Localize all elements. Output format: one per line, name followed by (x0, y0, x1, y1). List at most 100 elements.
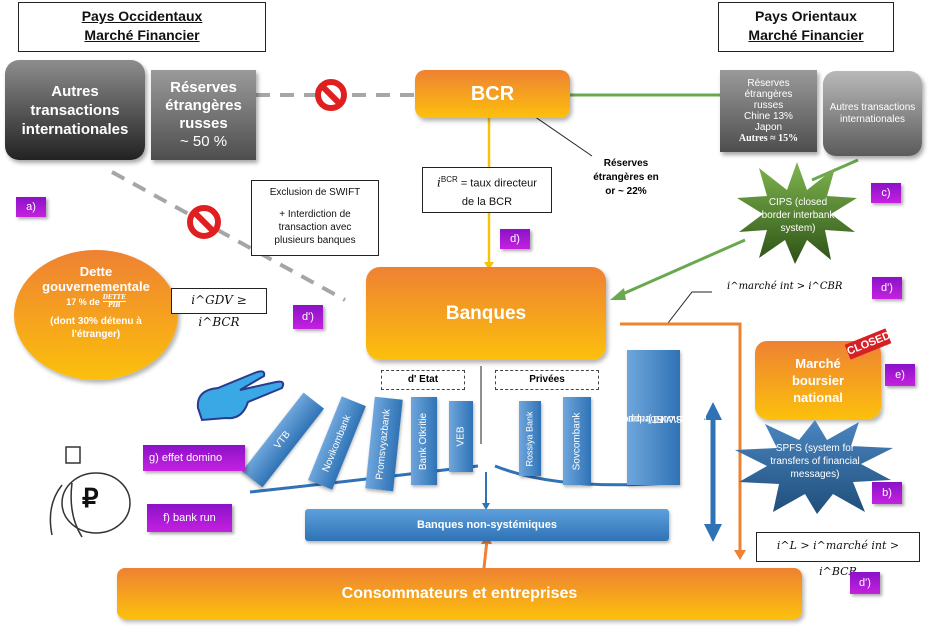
non-systemic-banks-box: Banques non-systémiques (305, 509, 669, 541)
badge-d: d) (500, 229, 530, 249)
consumers-label: Consommateurs et entreprises (341, 584, 578, 602)
stock-market-line2: boursier (791, 372, 844, 388)
cips-line2: border interbank (761, 210, 835, 221)
west-title-line2: Marché Financier (84, 27, 200, 43)
rate-symbol: i (437, 175, 441, 190)
market-rate-pointer (667, 291, 712, 324)
debt-ratio-numerator: DETTE (102, 294, 126, 302)
badge-e: e) (885, 364, 915, 386)
bcr-label: BCR (470, 82, 515, 105)
badge-g-domino-effect: g) effet domino (143, 445, 245, 471)
ruble-icon: ₽ (82, 483, 99, 513)
cips-starburst: CIPS (closed border interbank system) (735, 160, 860, 265)
west-title-box: Pays Occidentaux Marché Financier (18, 2, 266, 52)
bank-name: VTB (272, 428, 294, 452)
east-reserves-line6: Autres ≈ 15% (738, 133, 799, 144)
bcr-rate-line2: de la BCR (461, 195, 513, 208)
badge-e-text: e) (895, 369, 905, 381)
bank-domino: VEB (449, 401, 473, 472)
east-title-line1: Pays Orientaux (755, 8, 857, 24)
debt-line4: (dont 30% détenu à (50, 316, 142, 327)
bcr-rate-line1: = taux directeur (457, 177, 537, 190)
cips-line1: CIPS (closed (768, 197, 828, 208)
debt-line5: l'étranger) (71, 329, 121, 340)
badge-c: c) (871, 183, 901, 203)
badge-f-bank-run: f) bank run (147, 504, 232, 532)
east-reserves-line5: Japon (754, 122, 783, 133)
bank-name: VEB (455, 426, 467, 447)
non-systemic-banks-label: Banques non-systémiques (417, 519, 557, 531)
pointing-hand-icon (192, 368, 287, 428)
domino-curve (249, 464, 479, 494)
loan-rate-formula: i^L > i^marché int > i^BCR (776, 539, 900, 578)
badge-d-prime-text: d') (302, 311, 314, 323)
consumers-box: Consommateurs et entreprises (117, 568, 802, 619)
east-other-transactions-label: Autres transactions internationales (829, 101, 916, 125)
government-debt-ellipse: Dette gouvernementale 17 % de DETTE PIB … (14, 250, 178, 380)
bank-domino: Sovcombank (563, 397, 591, 485)
sberbank-line3: SWIFT) (648, 412, 683, 424)
debt-line1: Dette (79, 264, 113, 279)
badge-d-prime: d') (293, 305, 323, 329)
bcr-rate-note: iBCR = taux directeur de la BCR (422, 167, 552, 213)
bank-run-thief-icon: ₽ (22, 445, 134, 540)
rate-superscript: BCR (440, 175, 458, 184)
debt-ratio: 17 % de DETTE PIB (14, 294, 178, 309)
consumers-to-non-systemic-arrow (482, 539, 489, 569)
spfs-line3: messages) (790, 469, 840, 480)
badge-g-text: g) effet domino (149, 452, 223, 464)
gold-reserves-line2: étrangères en (593, 172, 659, 183)
bank-name: Promsvyazbank (374, 408, 394, 480)
sberbank-domino: Sberbank (pas encore frappée par SWIFT) (600, 350, 707, 485)
badge-d-prime-text: d') (859, 577, 871, 589)
gold-reserves-line3: or ~ 22% (605, 186, 647, 197)
east-reserves-line1: Réserves (747, 78, 790, 89)
west-diagonal-blocked-link (111, 170, 346, 302)
west-reserves-line2: étrangères (165, 97, 242, 114)
orange-down-arrowhead (734, 550, 746, 560)
market-rate-formula: i^marché int > i^CBR (727, 281, 843, 292)
swift-line3: transaction avec (278, 222, 352, 233)
west-title-line1: Pays Occidentaux (81, 8, 203, 24)
east-title-line2: Marché Financier (748, 27, 864, 43)
debt-ratio-denominator: PIB (108, 302, 121, 309)
state-banks-text: d' Etat (407, 374, 439, 385)
banks-label: Banques (445, 302, 527, 324)
badge-a-text: a) (26, 201, 36, 213)
debt-line2: gouvernementale (42, 279, 150, 294)
bcr-box: BCR (415, 70, 570, 118)
bank-domino: Bank Otkritie (411, 397, 437, 485)
spfs-line1: SPFS (system for (775, 443, 855, 454)
bank-name: Rossiya Bank (525, 410, 535, 467)
stock-market-line1: Marché (795, 355, 841, 371)
west-reserves-box: Réserves étrangères russes ~ 50 % (151, 70, 256, 160)
cips-arrowhead (610, 288, 626, 300)
west-reserves-line4: ~ 50 % (179, 133, 228, 150)
east-to-cips-line (811, 158, 859, 182)
market-rate-note: i^marché int > i^CBR (727, 281, 867, 292)
east-reserves-line4: Chine 13% (744, 111, 793, 122)
west-reserves-line3: russes (179, 115, 228, 132)
spfs-starburst: SPFS (system for transfers of financial … (735, 420, 895, 515)
badge-d-prime: d') (872, 277, 902, 299)
cips-line3: system) (780, 223, 816, 234)
swift-line1: Exclusion de SWIFT (269, 187, 361, 198)
bank-name: Sovcombank (571, 412, 583, 470)
west-other-transactions-label: Autres transactions internationales (21, 82, 129, 138)
prohibited-icon (314, 78, 348, 112)
blue-up-arrowhead (704, 402, 722, 420)
swift-line4: plusieurs banques (274, 235, 356, 246)
east-title-box: Pays Orientaux Marché Financier (718, 2, 894, 52)
swift-exclusion-note: Exclusion de SWIFT + Interdiction de tra… (251, 180, 379, 256)
prohibited-icon (186, 204, 222, 240)
badge-d-text: d) (510, 233, 520, 245)
stock-market-line3: national (793, 389, 843, 405)
to-non-systemic-arrowhead (482, 503, 490, 510)
badge-d-prime: d') (850, 572, 880, 594)
gold-reserves-pointer (527, 111, 593, 157)
east-reserves-line2: étrangères (744, 89, 793, 100)
gdv-formula: i^GDV ≥ i^BCR (191, 293, 247, 329)
starburst-shape (737, 162, 857, 264)
west-reserves-line1: Réserves (170, 79, 237, 96)
swift-line2: + Interdiction de (279, 209, 351, 220)
